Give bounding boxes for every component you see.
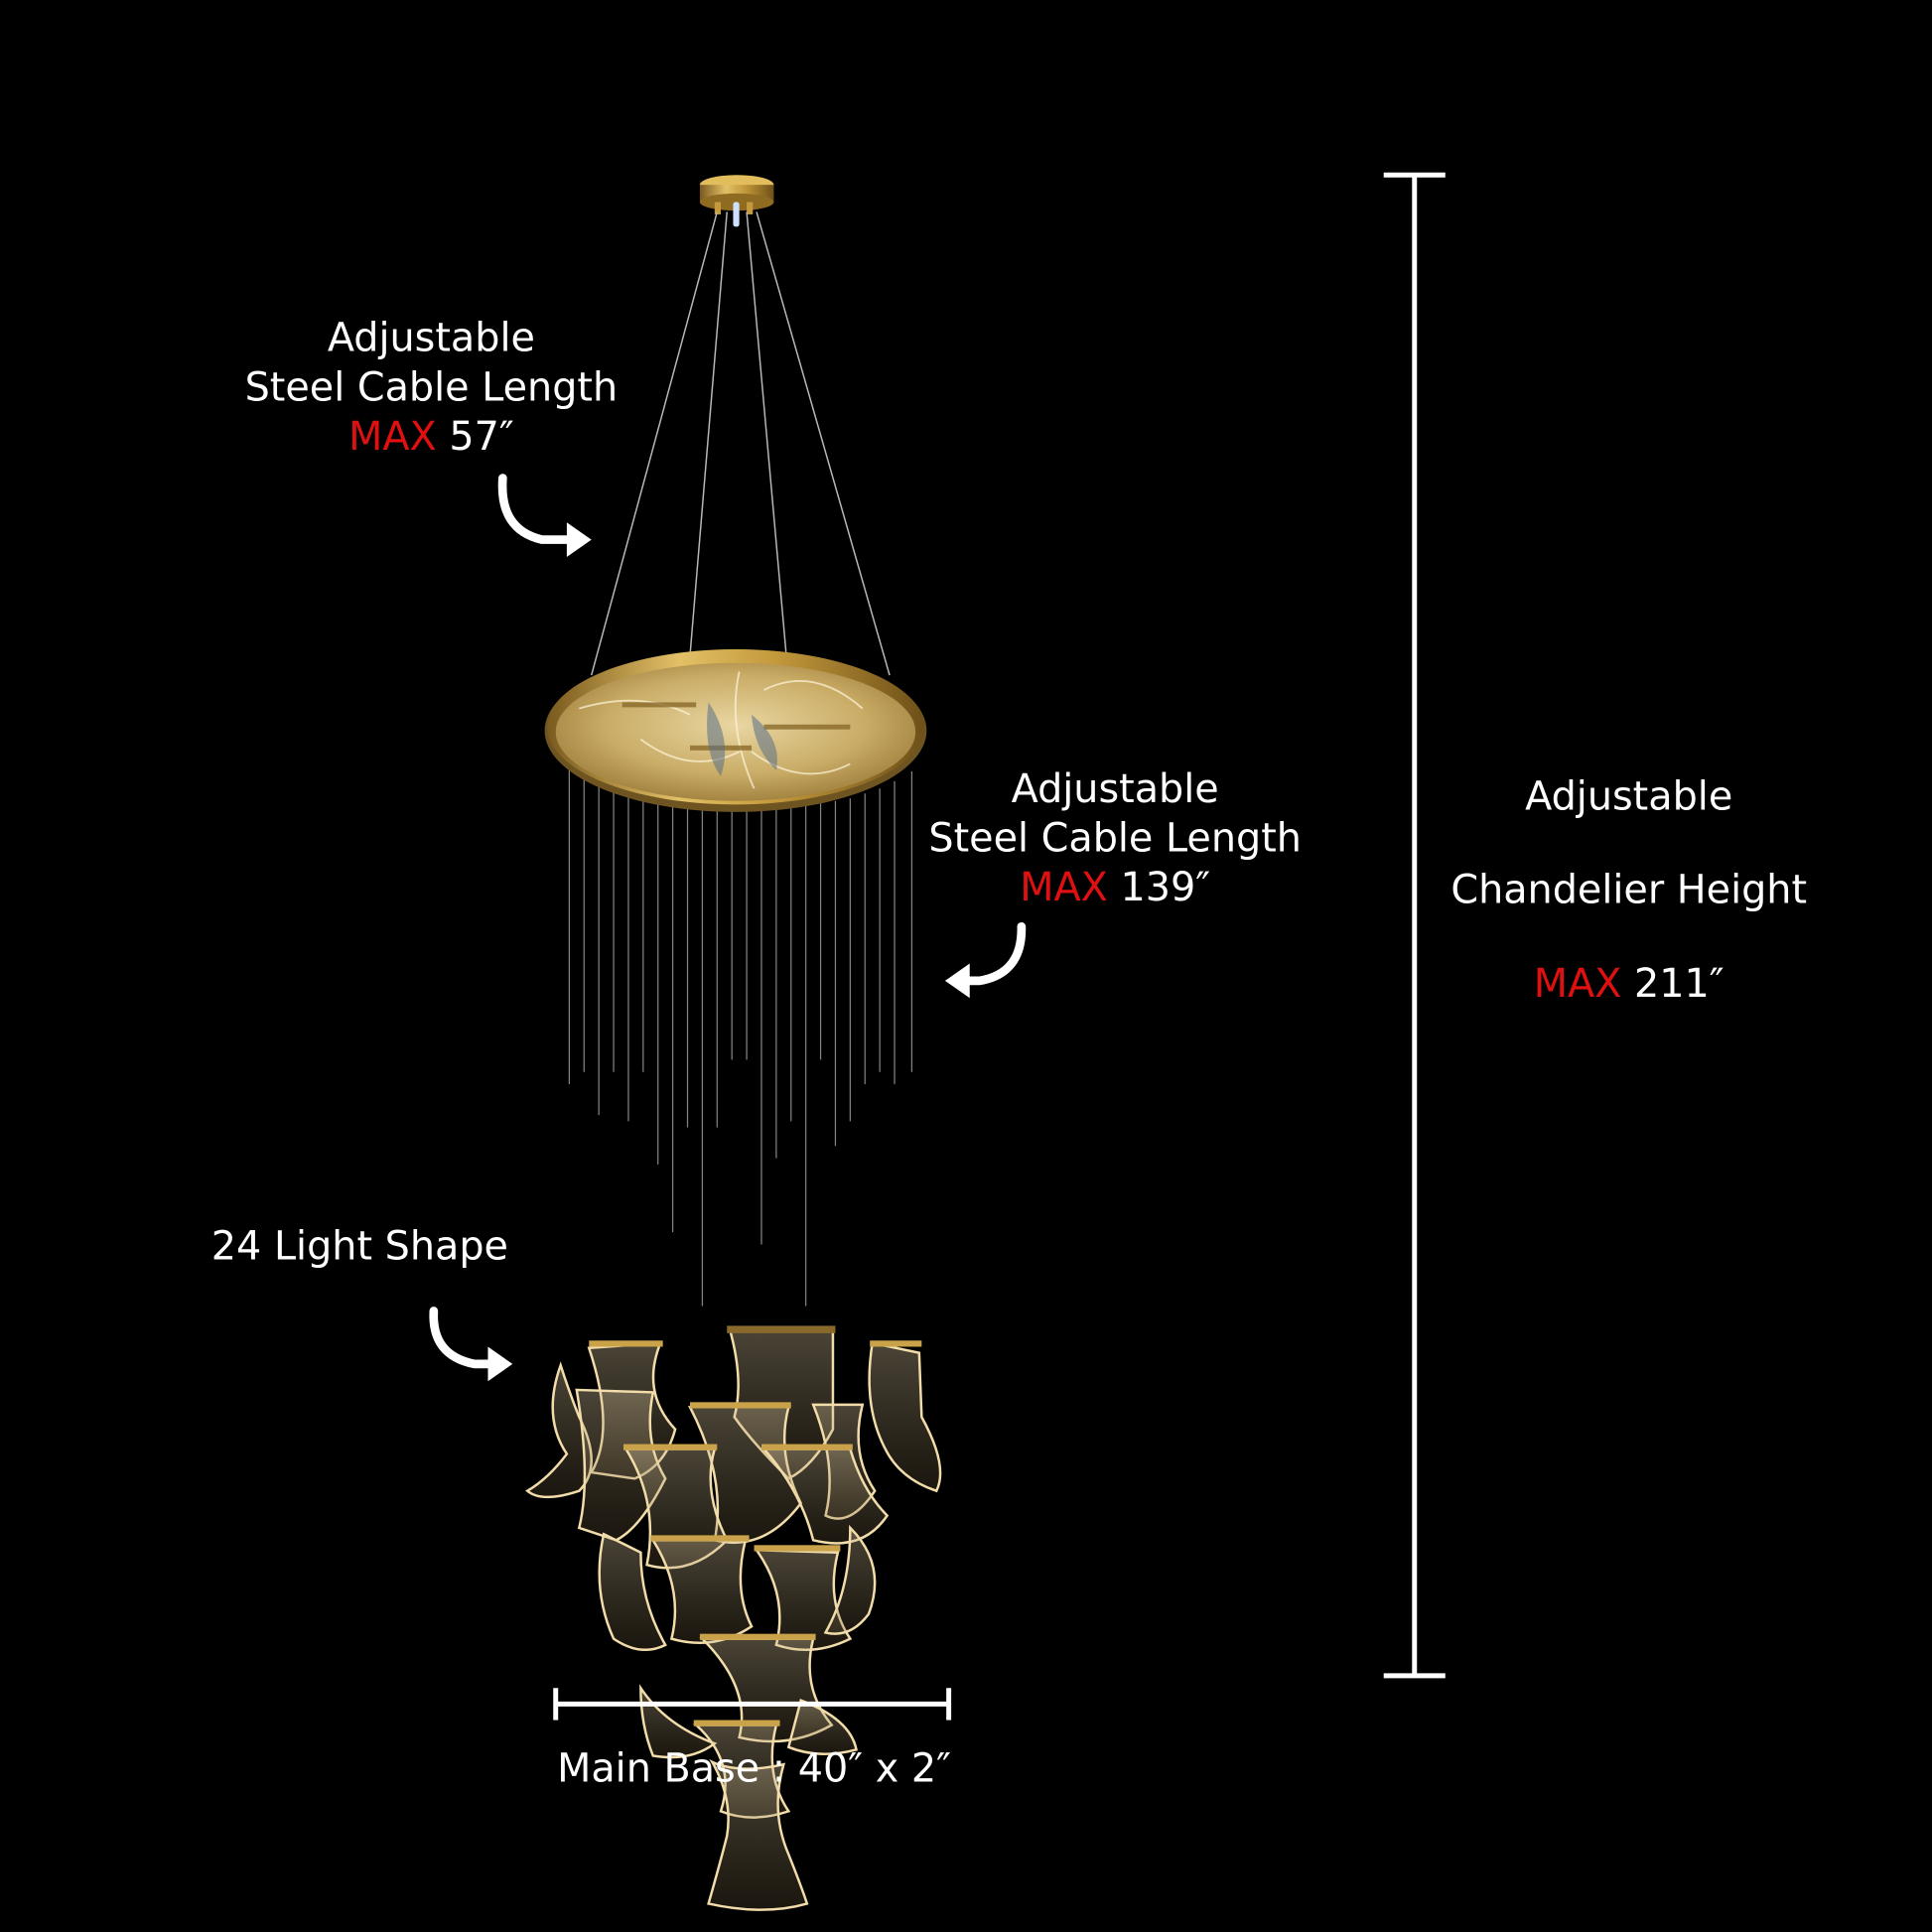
- height-line1: Adjustable: [1525, 773, 1732, 819]
- callout-light-shape: 24 Light Shape: [211, 1223, 513, 1382]
- curved-arrow-right-icon: [497, 474, 592, 557]
- acrylic-light-panels: [525, 1325, 942, 1911]
- lower-cable-max-line: MAX 139″: [1020, 865, 1210, 910]
- upper-cable-max-label: MAX: [348, 414, 437, 460]
- upper-cable-max-line: MAX 57″: [348, 414, 514, 460]
- curved-arrow-left-icon: [944, 921, 1027, 999]
- lower-cable-line2: Steel Cable Length: [928, 816, 1302, 862]
- height-max-label: MAX: [1534, 961, 1622, 1007]
- light-shape-label: 24 Light Shape: [211, 1223, 508, 1269]
- main-base-ring: [544, 649, 927, 812]
- curved-arrow-right-icon: [429, 1307, 513, 1382]
- lower-cable-max-label: MAX: [1020, 865, 1108, 910]
- base-dimension-bar: [553, 1688, 952, 1721]
- lower-cable-line1: Adjustable: [1012, 766, 1219, 812]
- callout-chandelier-height: Adjustable Chandelier Height MAX 211″: [1450, 773, 1807, 1007]
- upper-cable-max-value: 57″: [449, 414, 513, 460]
- lower-steel-cables: [568, 763, 913, 1307]
- height-max-value: 211″: [1634, 961, 1725, 1007]
- upper-steel-cables: [590, 211, 891, 676]
- upper-cable-line2: Steel Cable Length: [245, 364, 619, 410]
- height-max-line: MAX 211″: [1534, 961, 1725, 1007]
- height-dimension-bar: [1383, 172, 1446, 1679]
- upper-cable-line1: Adjustable: [328, 316, 535, 361]
- ceiling-canopy: [699, 175, 774, 227]
- base-dimension-label: Main Base : 40″ x 2″: [557, 1746, 951, 1792]
- height-line2: Chandelier Height: [1450, 868, 1807, 913]
- lower-cable-max-value: 139″: [1120, 865, 1210, 910]
- callout-upper-cable-length: Adjustable Steel Cable Length MAX 57″: [245, 316, 619, 557]
- callout-lower-cable-length: Adjustable Steel Cable Length MAX 139″: [928, 766, 1302, 999]
